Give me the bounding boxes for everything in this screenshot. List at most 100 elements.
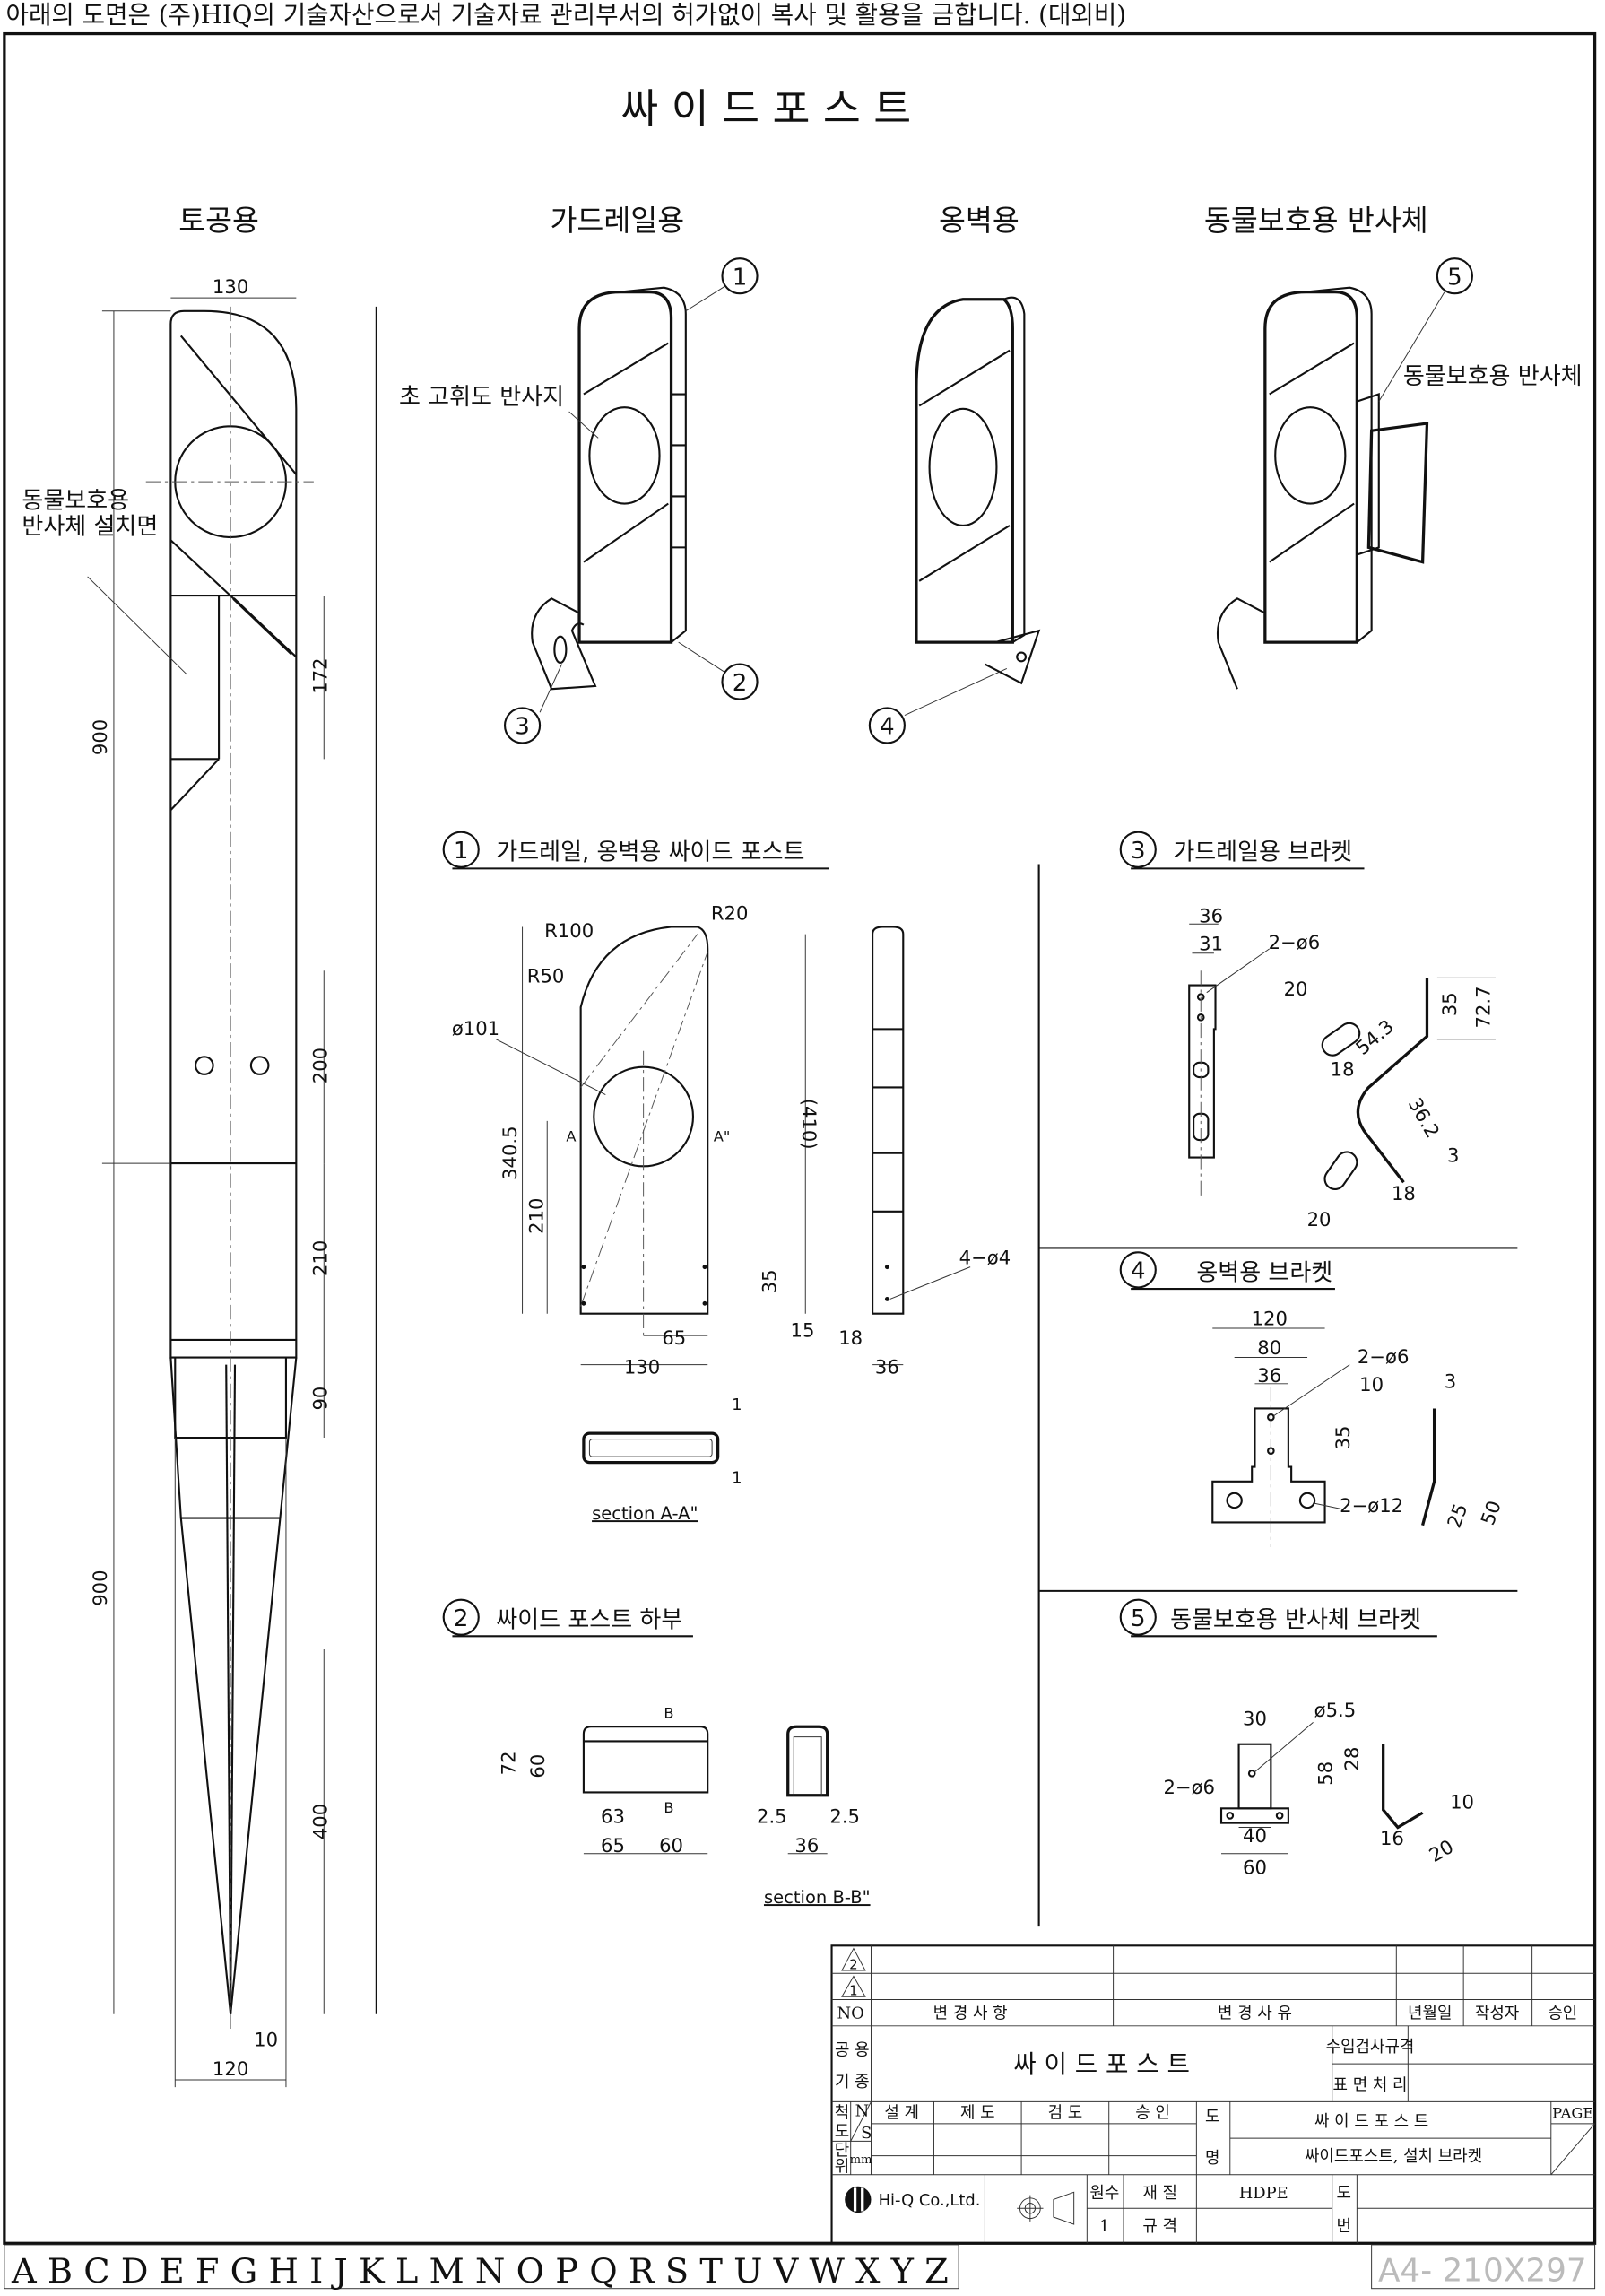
dim-label: 900 (89, 1570, 111, 1605)
dim-label: 900 (89, 719, 111, 755)
dim-label: 10 (1359, 1373, 1384, 1396)
dim-label: 65 (662, 1326, 686, 1349)
dim-label: 35 (759, 1269, 781, 1293)
section-label: section A-A" (592, 1503, 698, 1524)
animal-reflector-label: 동물보호용 반사체 (1403, 363, 1583, 390)
dim-label: 2−ø6 (1358, 1345, 1410, 1368)
iso-callouts: 1 2 3 4 5 초 고휘도 반사지 동물보호용 반사체 (399, 257, 1583, 744)
sign-header: 승 인 (1135, 2103, 1170, 2122)
dwgno-label: 번 (1336, 2217, 1350, 2236)
scale-label: 척 (835, 2103, 849, 2122)
dim-label: 35 (1438, 992, 1461, 1016)
section-title: 싸이드 포스트 하부 (496, 1607, 682, 1634)
dim-label: 20 (1284, 978, 1308, 1000)
section-number: 1 (454, 838, 469, 865)
dwgno-label: 도 (1336, 2184, 1350, 2203)
inspection-label: 수입검사규격 (1326, 2038, 1415, 2057)
dim-label: 340.5 (499, 1126, 521, 1180)
section-marker: A" (714, 1128, 731, 1145)
dim-label: 36 (875, 1355, 899, 1378)
dim-label: 58 (1314, 1761, 1337, 1786)
reflector-mount-note-2: 반사체 설치면 (22, 514, 158, 541)
section-2-post-bottom: 2 싸이드 포스트 하부 B 72 60 B 63 65 60 2.5 2.5 … (442, 1598, 871, 1908)
dim-label: ø5.5 (1314, 1699, 1357, 1721)
section-title: 옹벽용 브라켓 (1196, 1259, 1332, 1286)
sign-header: 제 도 (960, 2103, 995, 2122)
dim-label: 1 (732, 1468, 742, 1487)
column-labels: 토공용 가드레일용 옹벽용 동물보호용 반사체 (178, 204, 1427, 238)
column-label-earthwork: 토공용 (178, 204, 259, 238)
reflector-label: 초 고휘도 반사지 (399, 384, 564, 411)
confidential-notice: 아래의 도면은 (주)HIQ의 기술자산으로서 기술자료 관리부서의 허가없이 … (6, 0, 1127, 30)
section-marker: A (566, 1128, 576, 1145)
scale-n: N (855, 2102, 870, 2121)
page-label: PAGE (1552, 2104, 1593, 2121)
dim-label: 72 (497, 1751, 519, 1775)
dim-label: 90 (309, 1387, 332, 1411)
column-label-retaining-wall: 옹벽용 (939, 204, 1019, 238)
model-label: 기 종 (835, 2073, 870, 2092)
sheet-border (3, 31, 1597, 2245)
dim-label: 4−ø4 (959, 1246, 1011, 1268)
page-title: 싸 이 드 포 스 트 (620, 85, 911, 133)
dim-label: (410) (798, 1099, 820, 1150)
rev-header-author: 작성자 (1475, 2005, 1519, 2023)
dim-label: 20 (1307, 1208, 1332, 1231)
dim-label: 72.7 (1471, 986, 1494, 1028)
rev-mark-2: 2 (849, 1957, 857, 1972)
callout-3: 3 (515, 714, 530, 741)
callout-5: 5 (1447, 264, 1462, 291)
sheet-size-box (1371, 2244, 1596, 2290)
dim-label: 10 (1450, 1790, 1474, 1813)
section-1-side-post: 1 가드레일, 옹벽용 싸이드 포스트 R100 R20 R50 ø101 34… (442, 831, 1011, 1524)
dim-label: R50 (527, 964, 565, 987)
dim-label: 2−ø6 (1269, 931, 1321, 953)
dim-label: 30 (1243, 1708, 1267, 1730)
dim-label: 60 (526, 1754, 549, 1779)
rev-header-reason: 변 경 사 유 (1218, 2005, 1292, 2023)
dim-label: 28 (1340, 1747, 1363, 1771)
section-number: 5 (1131, 1605, 1146, 1632)
dim-label: 1 (732, 1396, 742, 1414)
dim-label: 172 (309, 657, 332, 693)
grid-letters: A B C D E F G H I J K L M N O P Q R S T … (11, 2251, 949, 2291)
dim-label: 15 (791, 1319, 815, 1342)
grid-letter-strip (4, 2244, 959, 2290)
sign-header: 검 도 (1048, 2103, 1083, 2122)
dim-label: 3 (1447, 1144, 1459, 1166)
name-label: 도 (1205, 2108, 1219, 2126)
dim-label: 120 (213, 2057, 248, 2080)
dim-label: 18 (1331, 1057, 1355, 1080)
drawing-name-2: 싸이드포스트, 설치 브라켓 (1305, 2147, 1482, 2166)
unit-value: mm (850, 2153, 872, 2167)
unit-label: 위 (835, 2158, 849, 2177)
dim-label: 36 (1257, 1364, 1281, 1387)
dim-label: 60 (1243, 1857, 1267, 1879)
earthwork-post-drawing: 동물보호용 반사체 설치면 130 900 172 200 210 90 900… (22, 275, 332, 2088)
callout-1: 1 (733, 264, 748, 291)
dim-label: 35 (1332, 1426, 1354, 1450)
drawing-title: 싸 이 드 포 스 트 (1013, 2049, 1190, 2079)
callout-4: 4 (880, 714, 895, 741)
dim-label: 2−ø12 (1340, 1494, 1403, 1517)
dim-label: 36 (794, 1834, 819, 1857)
reflector-mount-note-1: 동물보호용 (22, 487, 129, 514)
sign-header: 설 계 (884, 2103, 919, 2122)
dim-label: R20 (711, 901, 749, 924)
dim-label: 210 (309, 1240, 332, 1276)
dim-label: ø101 (452, 1017, 499, 1039)
sheet-size: A4- 210X297 (1378, 2253, 1587, 2290)
section-4-wall-bracket: 4 옹벽용 브라켓 120 80 36 2−ø6 10 35 3 2−ø12 2… (1119, 1251, 1505, 1548)
dim-label: 120 (1252, 1308, 1288, 1330)
unit-label: 단 (835, 2142, 849, 2161)
section-title: 가드레일, 옹벽용 싸이드 포스트 (496, 839, 804, 866)
dim-label: 16 (1380, 1827, 1404, 1849)
dim-label: 400 (309, 1804, 332, 1839)
drawing-name-1: 싸 이 드 포 스 트 (1314, 2112, 1428, 2131)
section-number: 3 (1131, 838, 1146, 865)
section-number: 2 (454, 1605, 469, 1632)
section-marker: B (664, 1704, 673, 1721)
dim-label: 210 (525, 1197, 547, 1233)
dim-label: 3 (1444, 1370, 1456, 1393)
